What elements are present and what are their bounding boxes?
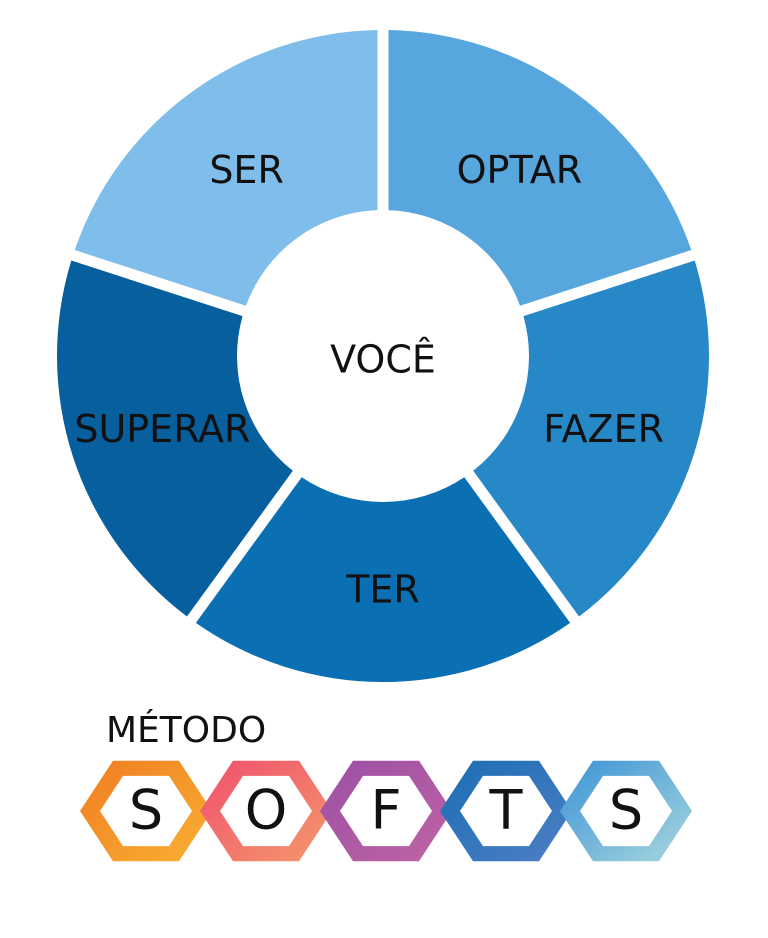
segment-label-fazer: FAZER <box>543 407 664 451</box>
segment-labels: SER OPTAR FAZER TER SUPERAR <box>74 148 664 612</box>
hexagon-inner <box>100 775 192 847</box>
segment-label-optar: OPTAR <box>457 148 583 192</box>
segment-ser <box>74 30 378 306</box>
logo-letter: F <box>370 779 401 842</box>
segment-fazer <box>473 260 709 617</box>
segment-label-ter: TER <box>345 568 420 612</box>
segment-superar <box>57 260 293 617</box>
brand-title: MÉTODO <box>106 709 266 751</box>
segment-ter <box>195 477 571 682</box>
center-label: VOCÊ <box>330 338 436 382</box>
wheel-diagram: VOCÊ SER OPTAR FAZER TER SUPERAR <box>57 30 709 682</box>
segment-optar <box>388 30 692 306</box>
hexagon-inner <box>340 775 432 847</box>
logo-letter: T <box>489 779 524 842</box>
hexagon-inner <box>460 775 552 847</box>
logo-letter: S <box>129 779 163 842</box>
logo-letter: S <box>609 779 643 842</box>
hexagon-inner <box>580 775 672 847</box>
logo-letter: O <box>245 779 288 842</box>
wheel-segments <box>57 30 709 682</box>
hexagon-inner <box>220 775 312 847</box>
softs-logo: MÉTODO S O F T S <box>80 709 692 862</box>
center-hub <box>243 216 523 496</box>
segment-label-ser: SER <box>209 148 284 192</box>
segment-label-superar: SUPERAR <box>74 407 250 451</box>
